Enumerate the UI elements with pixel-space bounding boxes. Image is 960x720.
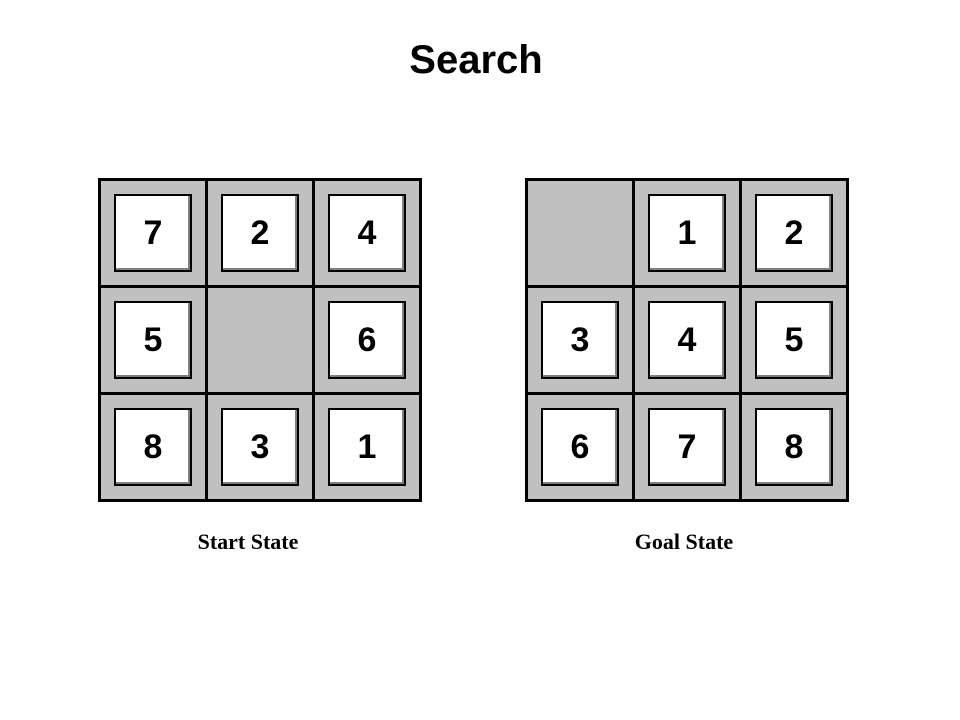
board-cell: 4 [635, 288, 739, 392]
puzzle-tile: 1 [328, 408, 406, 486]
board-cell: 6 [528, 395, 632, 499]
board-cell: 2 [742, 181, 846, 285]
board-cell: 2 [208, 181, 312, 285]
puzzle-tile: 1 [648, 194, 726, 272]
board-cell: 1 [315, 395, 419, 499]
board-cell: 7 [101, 181, 205, 285]
puzzle-tile: 3 [541, 301, 619, 379]
puzzle-tile: 2 [221, 194, 299, 272]
puzzle-tile: 3 [221, 408, 299, 486]
slide-title: Search [409, 38, 543, 82]
puzzle-tile: 4 [328, 194, 406, 272]
goal-state-caption: Goal State [634, 529, 734, 554]
board-cell: 1 [635, 181, 739, 285]
board-cell: 4 [315, 181, 419, 285]
board-cell-blank [208, 288, 312, 392]
puzzle-tile: 6 [541, 408, 619, 486]
puzzle-tile: 8 [755, 408, 833, 486]
puzzle-tile: 4 [648, 301, 726, 379]
puzzle-tile: 7 [648, 408, 726, 486]
puzzle-tile: 5 [114, 301, 192, 379]
puzzle-tile: 6 [328, 301, 406, 379]
puzzle-tile: 7 [114, 194, 192, 272]
start-state-caption: Start State [197, 529, 299, 554]
board-cell: 8 [742, 395, 846, 499]
board-cell: 7 [635, 395, 739, 499]
board-cell: 8 [101, 395, 205, 499]
puzzle-tile: 8 [114, 408, 192, 486]
board-cell: 5 [101, 288, 205, 392]
board-cell: 3 [528, 288, 632, 392]
start-state-board: 7 2 4 5 6 8 3 1 [98, 178, 422, 502]
board-cell-blank [528, 181, 632, 285]
goal-state-board: 1 2 3 4 5 6 7 8 [525, 178, 849, 502]
puzzle-tile: 5 [755, 301, 833, 379]
puzzle-tile: 2 [755, 194, 833, 272]
board-cell: 5 [742, 288, 846, 392]
board-cell: 3 [208, 395, 312, 499]
board-cell: 6 [315, 288, 419, 392]
